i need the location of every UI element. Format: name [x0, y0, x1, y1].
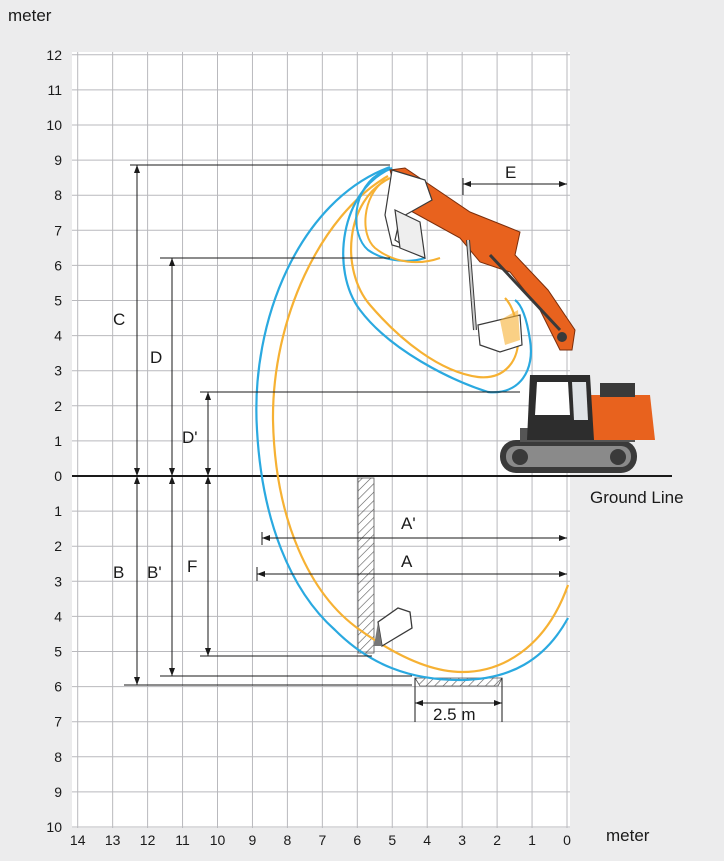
- vertical-wall-hatch: [357, 477, 375, 654]
- y-tick-label: 2: [54, 538, 62, 554]
- x-tick-label: 11: [175, 832, 190, 848]
- y-tick-label: 3: [54, 363, 62, 379]
- x-tick-label: 9: [249, 832, 257, 848]
- y-tick-label: 8: [54, 187, 62, 203]
- dim-label-b: B: [113, 563, 125, 582]
- blue-inner-loop: [342, 166, 533, 394]
- y-tick-label: 10: [46, 117, 62, 133]
- x-tick-label: 7: [318, 832, 326, 848]
- y-tick-label: 9: [54, 784, 62, 800]
- orange-small-loop: [364, 179, 441, 264]
- y-tick-label: 9: [54, 152, 62, 168]
- y-tick-label: 0: [54, 468, 62, 484]
- bottom-scrape-hatch: [414, 677, 503, 687]
- blue-outer-envelope: [255, 165, 569, 682]
- y-tick-label: 7: [54, 714, 62, 730]
- excavator-illustration: [374, 167, 655, 648]
- x-tick-label: 8: [284, 832, 292, 848]
- dim-label-f: F: [187, 557, 198, 576]
- y-tick-label: 6: [54, 257, 62, 273]
- y-tick-label: 5: [54, 644, 62, 660]
- x-tick-label: 12: [140, 832, 156, 848]
- x-tick-label: 0: [563, 832, 571, 848]
- y-axis-unit-label: meter: [8, 6, 52, 25]
- y-tick-label: 7: [54, 222, 62, 238]
- x-axis-unit-label: meter: [606, 826, 650, 845]
- dim-label-a-prime: A': [401, 514, 416, 533]
- y-tick-label: 12: [46, 47, 62, 63]
- y-tick-label: 6: [54, 679, 62, 695]
- x-tick-label: 2: [493, 832, 501, 848]
- orange-outer-envelope: [271, 175, 570, 674]
- y-tick-label: 10: [46, 819, 62, 835]
- y-tick-label: 3: [54, 573, 62, 589]
- y-tick-label: 11: [47, 82, 62, 98]
- x-tick-label: 1: [528, 832, 536, 848]
- dim-label-d: D: [150, 348, 163, 367]
- y-tick-label: 4: [54, 608, 62, 624]
- x-tick-label: 4: [423, 832, 431, 848]
- y-tick-label: 5: [54, 293, 62, 309]
- x-tick-label: 14: [70, 832, 86, 848]
- dim-label-d-prime: D': [182, 428, 198, 447]
- y-tick-label: 8: [54, 749, 62, 765]
- x-tick-label: 3: [458, 832, 466, 848]
- y-tick-label: 1: [54, 433, 62, 449]
- dimension-arrowheads: [134, 165, 567, 706]
- x-tick-label: 5: [388, 832, 396, 848]
- y-tick-label: 2: [54, 398, 62, 414]
- dim-label-c: C: [113, 310, 126, 329]
- x-tick-label: 13: [105, 832, 121, 848]
- plot-area: [72, 52, 570, 828]
- scrape-width-label: 2.5 m: [433, 705, 476, 724]
- dim-label-e: E: [505, 163, 517, 182]
- dim-label-a: A: [401, 552, 413, 571]
- dimension-lines: [124, 164, 567, 722]
- ground-line-label: Ground Line: [590, 488, 684, 507]
- x-tick-label: 6: [353, 832, 361, 848]
- dim-label-b-prime: B': [147, 563, 162, 582]
- y-tick-label: 4: [54, 328, 62, 344]
- y-tick-label: 1: [54, 503, 62, 519]
- x-tick-label: 10: [210, 832, 226, 848]
